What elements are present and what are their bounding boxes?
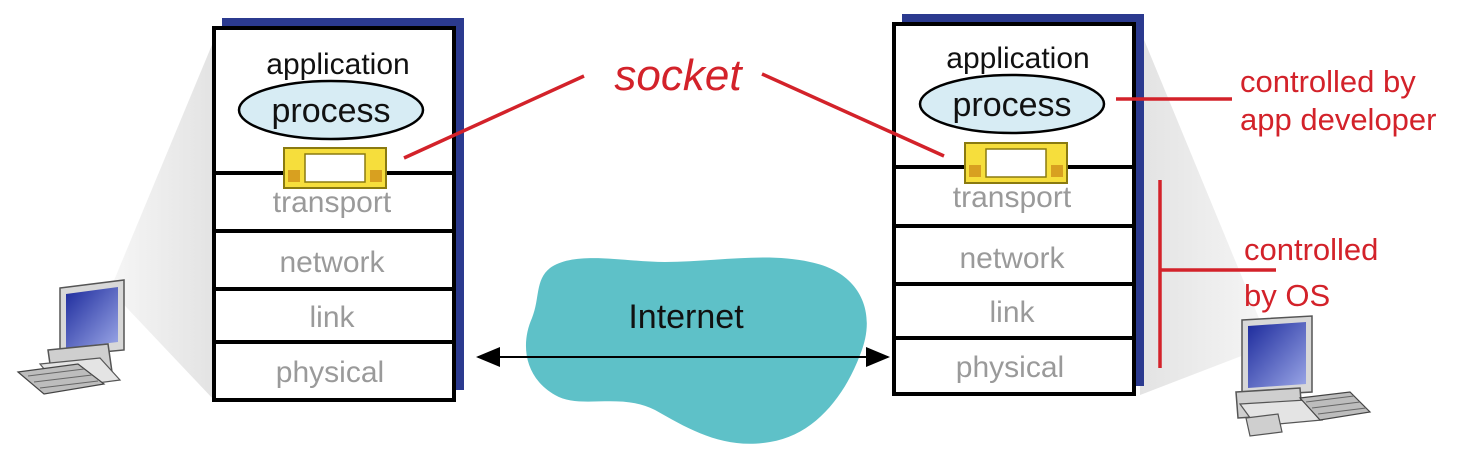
- right-process-oval: [918, 73, 1106, 135]
- right-layer-link: link: [989, 296, 1035, 329]
- internet-label: Internet: [628, 298, 744, 336]
- annotation-os: controlled by OS: [1244, 232, 1387, 313]
- socket-pointer-left: [403, 74, 585, 160]
- right-protocol-stack: application process transport network li…: [892, 14, 1144, 396]
- socket-label: socket: [614, 51, 743, 100]
- right-layer-transport: transport: [953, 181, 1072, 214]
- annotation-app-developer-line1: controlled by: [1240, 64, 1416, 99]
- left-beam: [110, 40, 214, 400]
- left-layer-network: network: [279, 246, 385, 279]
- left-layer-link: link: [309, 301, 355, 334]
- computer-icon: [1235, 315, 1372, 437]
- cloud-icon: [525, 257, 867, 444]
- right-layer-physical: physical: [956, 351, 1064, 384]
- left-process-oval: [237, 79, 425, 141]
- socket-pointer-right: [761, 72, 945, 158]
- annotation-os-line2: by OS: [1244, 278, 1330, 313]
- right-beam: [1140, 30, 1270, 395]
- left-application-label: application: [266, 48, 409, 81]
- left-protocol-stack: application process transport network li…: [212, 18, 464, 402]
- right-process-label: process: [952, 86, 1071, 124]
- socket-icon: [283, 147, 387, 189]
- computer-icon: [16, 279, 125, 395]
- left-process-label: process: [271, 92, 390, 130]
- right-application-label: application: [946, 42, 1089, 75]
- annotation-os-line1: controlled: [1244, 232, 1378, 267]
- right-layer-network: network: [959, 242, 1065, 275]
- annotation-app-developer-line2: app developer: [1240, 102, 1437, 137]
- left-layer-physical: physical: [276, 356, 384, 389]
- left-layer-transport: transport: [273, 186, 392, 219]
- socket-icon: [964, 142, 1068, 184]
- annotation-app-developer: controlled by app developer: [1240, 64, 1437, 137]
